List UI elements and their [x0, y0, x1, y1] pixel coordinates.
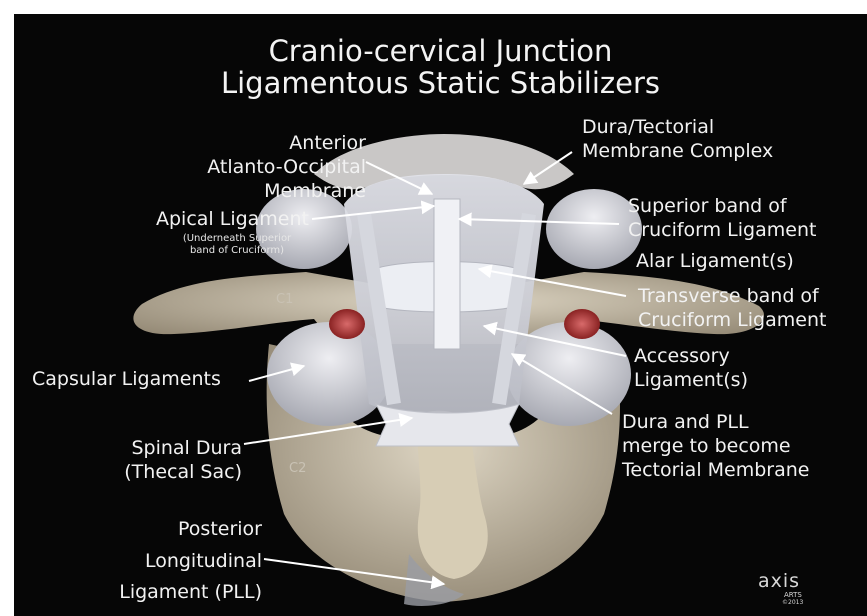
label-dura-tectorial-2: Membrane Complex [582, 139, 773, 163]
label-apical-note-1: (Underneath Superior [162, 233, 312, 245]
c1-cut-bone-right [564, 309, 600, 339]
label-superior-cruciform-1: Superior band of [628, 194, 787, 218]
label-accessory-2: Ligament(s) [634, 368, 748, 392]
label-apical: Apical Ligament [104, 207, 309, 231]
cruciform-vertical-band [434, 199, 460, 349]
title-line-1: Cranio-cervical Junction [14, 34, 867, 68]
c1-cut-bone-left [329, 309, 365, 339]
title-line-2: Ligamentous Static Stabilizers [14, 66, 867, 100]
label-dura-pll-merge-2: merge to become [622, 434, 791, 458]
label-dura-pll-merge-1: Dura and PLL [622, 410, 749, 434]
label-alar: Alar Ligament(s) [636, 249, 794, 273]
vertebra-label-c1: C1 [276, 292, 293, 307]
label-pll-1: Posterior [114, 517, 262, 541]
label-superior-cruciform-2: Cruciform Ligament [628, 218, 816, 242]
label-transverse-cruciform-2: Cruciform Ligament [638, 308, 826, 332]
label-spinal-dura-2: (Thecal Sac) [74, 460, 242, 484]
label-anterior-ao-3: Membrane [174, 179, 366, 203]
label-spinal-dura-1: Spinal Dura [74, 436, 242, 460]
label-apical-note-2: band of Cruciform) [162, 245, 312, 257]
label-transverse-cruciform-1: Transverse band of [638, 284, 819, 308]
label-anterior-ao-2: Atlanto-Occipital [154, 155, 366, 179]
label-pll-3: Ligament (PLL) [74, 580, 262, 604]
label-capsular: Capsular Ligaments [32, 367, 221, 391]
logo-mark: axis [758, 571, 800, 591]
label-anterior-ao-1: Anterior [174, 131, 366, 155]
vertebra-label-c2: C2 [289, 461, 306, 476]
label-pll-2: Longitudinal [114, 549, 262, 573]
label-accessory-1: Accessory [634, 344, 730, 368]
logo-sub: ARTS [784, 591, 802, 599]
label-dura-pll-merge-3: Tectorial Membrane [622, 458, 809, 482]
illustration-panel: Cranio-cervical Junction Ligamentous Sta… [14, 14, 867, 616]
logo-year: ©2013 [782, 599, 803, 606]
label-dura-tectorial-1: Dura/Tectorial [582, 115, 714, 139]
